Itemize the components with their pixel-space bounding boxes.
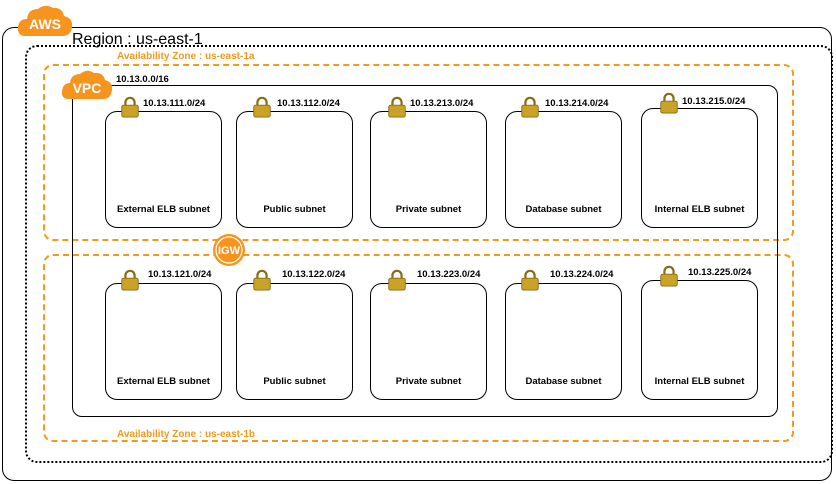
- subnet-cidr: 10.13.213.0/24: [410, 98, 474, 109]
- vpc-cloud-icon: VPC: [61, 70, 113, 99]
- subnet-cidr: 10.13.215.0/24: [682, 96, 746, 107]
- subnet-cidr: 10.13.121.0/24: [148, 269, 212, 280]
- subnet-label: Internal ELB subnet: [654, 204, 745, 215]
- availability-zone-a: [43, 64, 794, 241]
- aws-cloud-icon: AWS: [17, 5, 73, 37]
- subnet-label: Private subnet: [395, 204, 462, 215]
- lock-icon: [253, 269, 271, 291]
- az-a-label: Availability Zone : us-east-1a: [117, 51, 255, 62]
- lock-icon: [660, 265, 678, 287]
- subnet-cidr: 10.13.111.0/24: [143, 98, 206, 109]
- region-boundary: [25, 45, 833, 463]
- subnet-cidr: 10.13.122.0/24: [282, 269, 346, 280]
- lock-icon: [660, 92, 678, 114]
- lock-icon: [388, 96, 406, 118]
- availability-zone-b: [43, 254, 794, 442]
- subnet-box: External ELB subnet: [105, 283, 222, 400]
- subnet-box: External ELB subnet: [105, 111, 222, 228]
- subnet-box: Public subnet: [236, 111, 353, 228]
- lock-icon: [121, 96, 139, 118]
- lock-icon: [521, 269, 539, 291]
- subnet-cidr: 10.13.223.0/24: [417, 269, 481, 280]
- subnet-label: Database subnet: [525, 204, 602, 215]
- subnet-label: Database subnet: [525, 376, 602, 387]
- subnet-label: Public subnet: [263, 204, 326, 215]
- subnet-box: Private subnet: [370, 111, 487, 228]
- vpc-container: [72, 85, 778, 417]
- subnet-box: Database subnet: [505, 283, 622, 400]
- lock-icon: [253, 96, 271, 118]
- subnet-label: Internal ELB subnet: [654, 376, 745, 387]
- subnet-box: Public subnet: [236, 283, 353, 400]
- subnet-cidr: 10.13.225.0/24: [688, 267, 752, 278]
- lock-icon: [121, 269, 139, 291]
- subnet-box: Internal ELB subnet: [641, 280, 758, 400]
- subnet-box: Database subnet: [505, 111, 622, 228]
- subnet-cidr: 10.13.112.0/24: [277, 98, 340, 109]
- subnet-label: External ELB subnet: [117, 204, 210, 215]
- subnet-box: Internal ELB subnet: [641, 108, 758, 228]
- region-label: Region : us-east-1: [72, 31, 203, 48]
- internet-gateway-icon: IGW: [213, 234, 245, 266]
- vpc-badge-text: VPC: [73, 80, 102, 96]
- subnet-cidr: 10.13.224.0/24: [550, 269, 614, 280]
- subnet-label: External ELB subnet: [117, 376, 210, 387]
- subnet-label: Private subnet: [395, 376, 462, 387]
- vpc-cidr: 10.13.0.0/16: [116, 74, 169, 85]
- lock-icon: [521, 96, 539, 118]
- aws-badge-text: AWS: [29, 16, 61, 32]
- subnet-box: Private subnet: [370, 283, 487, 400]
- subnet-label: Public subnet: [263, 376, 326, 387]
- igw-badge-text: IGW: [218, 245, 241, 257]
- az-b-label: Availability Zone : us-east-1b: [117, 429, 255, 440]
- lock-icon: [388, 269, 406, 291]
- subnet-cidr: 10.13.214.0/24: [545, 98, 609, 109]
